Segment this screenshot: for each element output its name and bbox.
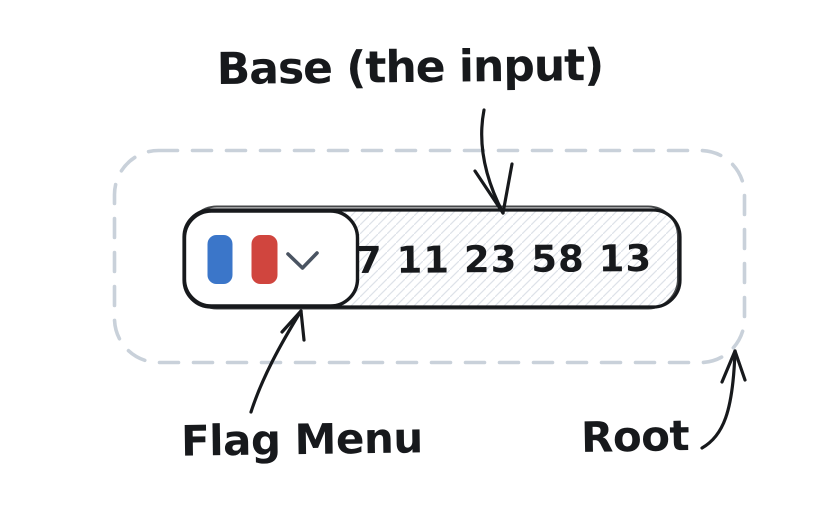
root-container-outline bbox=[112, 148, 747, 365]
ink-strokes bbox=[182, 108, 747, 450]
flag-red-stripe bbox=[251, 235, 278, 284]
root-arrow-line bbox=[700, 349, 737, 450]
phone-number-input[interactable]: 7 11 23 58 13 bbox=[355, 236, 653, 283]
flag-menu-button[interactable] bbox=[182, 209, 360, 308]
root-arrow-head bbox=[720, 349, 747, 384]
root-annotation: Root bbox=[580, 411, 690, 462]
france-flag-icon bbox=[207, 235, 278, 284]
flag-blue-stripe bbox=[207, 235, 233, 284]
base-arrow-head bbox=[473, 162, 514, 215]
flag-menu-annotation: Flag Menu bbox=[180, 413, 424, 466]
root-arrow bbox=[700, 349, 747, 450]
flag-menu-arrow bbox=[249, 309, 306, 414]
flag-menu-arrow-line bbox=[249, 309, 303, 414]
base-arrow bbox=[473, 108, 514, 215]
chevron-down-icon bbox=[286, 251, 319, 270]
flag-menu-arrow-head bbox=[280, 309, 306, 342]
base-annotation: Base (the input) bbox=[216, 39, 604, 96]
